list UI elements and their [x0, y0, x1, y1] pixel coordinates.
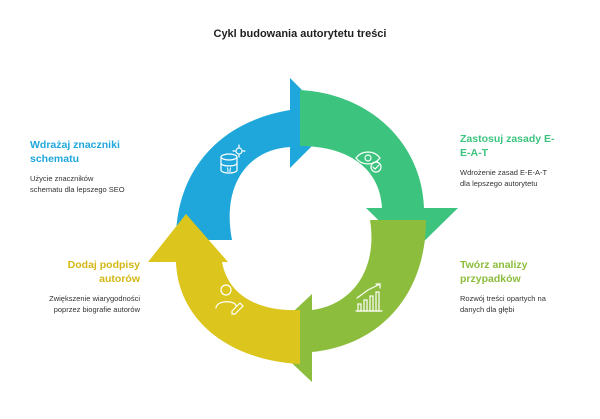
step-authors-heading-line2: autorów	[99, 273, 140, 285]
step-eeat-desc-line2: dla lepszego autorytetu	[460, 179, 538, 188]
step-cases-desc-line2: danych dla głębi	[460, 305, 515, 314]
step-schema-desc-line1: Użycie znaczników	[30, 174, 94, 183]
step-eeat-label: Zastosuj zasady E- E-A-T Wdrożenie zasad…	[460, 132, 580, 189]
step-schema-desc-line2: schematu dla lepszego SEO	[30, 185, 125, 194]
diagram-title: Cykl budowania autorytetu treści	[213, 28, 387, 40]
step-authors-heading: Dodaj podpisy autorów	[40, 258, 140, 286]
cycle-segment-olive	[265, 220, 426, 382]
user-edit-icon	[215, 284, 244, 315]
bar-chart-trend-icon	[355, 283, 383, 312]
step-authors-heading-line1: Dodaj podpisy	[67, 259, 140, 271]
step-authors-description: Zwiększenie wiarygodności poprzez biogra…	[40, 293, 140, 315]
step-authors-desc-line1: Zwiększenie wiarygodności	[49, 294, 140, 303]
step-eeat-heading: Zastosuj zasady E- E-A-T	[460, 132, 580, 160]
database-settings-icon: M	[220, 144, 246, 174]
cycle-segment-yellow	[148, 214, 300, 364]
step-schema-heading-line2: schematu	[30, 153, 80, 165]
step-eeat-heading-line2: E-A-T	[460, 147, 488, 159]
step-schema-heading: Wdrażaj znaczniki schematu	[30, 138, 200, 166]
step-cases-heading-line1: Twórz analizy	[460, 259, 528, 271]
step-cases-heading-line2: przypadków	[460, 273, 521, 285]
step-cases-label: Twórz analizy przypadków Rozwój treści o…	[460, 258, 580, 315]
step-cases-desc-line1: Rozwój treści opartych na	[460, 294, 546, 303]
step-eeat-desc-line1: Wdrożenie zasad E-E-A-T	[460, 168, 548, 177]
step-authors-desc-line2: poprzez biografie autorów	[53, 305, 140, 314]
step-eeat-heading-line1: Zastosuj zasady E-	[460, 133, 555, 145]
step-schema-label: Wdrażaj znaczniki schematu Użycie znaczn…	[30, 138, 200, 195]
step-cases-description: Rozwój treści opartych na danych dla głę…	[460, 293, 580, 315]
step-schema-description: Użycie znaczników schematu dla lepszego …	[30, 173, 200, 195]
step-eeat-description: Wdrożenie zasad E-E-A-T dla lepszego aut…	[460, 167, 580, 189]
svg-text:M: M	[227, 168, 232, 174]
step-authors-label: Dodaj podpisy autorów Zwiększenie wiaryg…	[40, 258, 140, 315]
cycle-segment-blue	[176, 78, 335, 240]
eye-check-icon	[355, 151, 382, 173]
step-schema-heading-line1: Wdrażaj znaczniki	[30, 139, 120, 151]
step-cases-heading: Twórz analizy przypadków	[460, 258, 580, 286]
